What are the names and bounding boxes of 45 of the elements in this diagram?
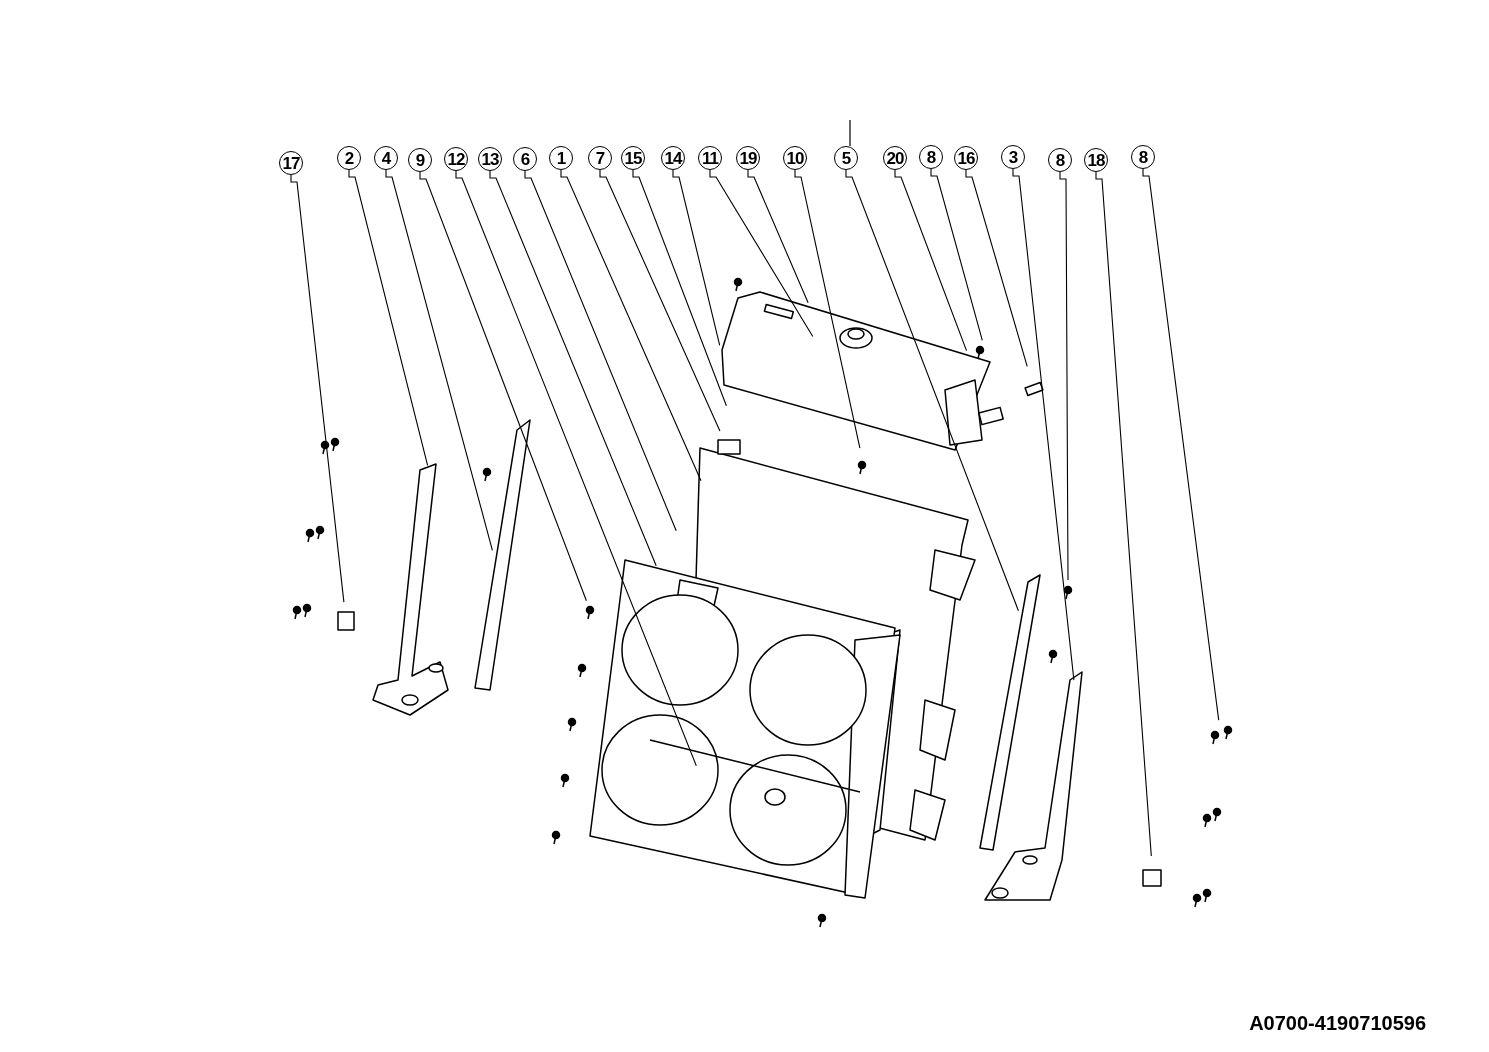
callout-number: 15 bbox=[621, 146, 645, 170]
leader-line bbox=[489, 170, 657, 567]
callout-number: 2 bbox=[337, 146, 361, 170]
leader-line bbox=[524, 170, 677, 532]
callout-number: 14 bbox=[661, 146, 685, 170]
callout-number: 4 bbox=[374, 146, 398, 170]
leader-line bbox=[1095, 171, 1152, 857]
leader-line bbox=[599, 169, 721, 432]
callout-number: 7 bbox=[588, 146, 612, 170]
callout-number: 11 bbox=[698, 146, 722, 170]
callout-number: 20 bbox=[883, 146, 907, 170]
callout-number: 16 bbox=[954, 146, 978, 170]
callout-number: 8 bbox=[919, 145, 943, 169]
callout-number: 12 bbox=[444, 147, 468, 171]
leader-line bbox=[794, 169, 861, 449]
leader-line bbox=[290, 174, 345, 603]
callout-number: 3 bbox=[1001, 145, 1025, 169]
leader-line bbox=[455, 170, 697, 767]
callout-number: 10 bbox=[783, 146, 807, 170]
leader-line bbox=[672, 169, 721, 346]
leader-line bbox=[632, 169, 727, 407]
callout-number: 8 bbox=[1131, 145, 1155, 169]
leader-line bbox=[1059, 171, 1069, 581]
callout-number: 5 bbox=[834, 146, 858, 170]
leader-line bbox=[348, 169, 429, 466]
leader-line bbox=[1142, 168, 1220, 721]
callout-number: 6 bbox=[513, 147, 537, 171]
callout-number: 19 bbox=[736, 146, 760, 170]
callout-number: 9 bbox=[408, 148, 432, 172]
leader-line bbox=[894, 169, 968, 352]
callout-number: 18 bbox=[1084, 148, 1108, 172]
leader-line bbox=[965, 169, 1028, 367]
leader-line bbox=[709, 169, 814, 338]
leader-line bbox=[385, 169, 493, 551]
leader-line bbox=[747, 169, 809, 304]
callout-number: 8 bbox=[1048, 148, 1072, 172]
leader-line bbox=[419, 171, 587, 602]
callout-number: 13 bbox=[478, 147, 502, 171]
leader-line bbox=[930, 168, 983, 341]
leader-line bbox=[845, 169, 1019, 612]
leader-line bbox=[1012, 168, 1075, 681]
callout-number: 17 bbox=[279, 151, 303, 175]
drawing-number: A0700-4190710596 bbox=[1249, 1012, 1426, 1035]
leader-line bbox=[560, 169, 702, 482]
callout-number: 1 bbox=[549, 146, 573, 170]
